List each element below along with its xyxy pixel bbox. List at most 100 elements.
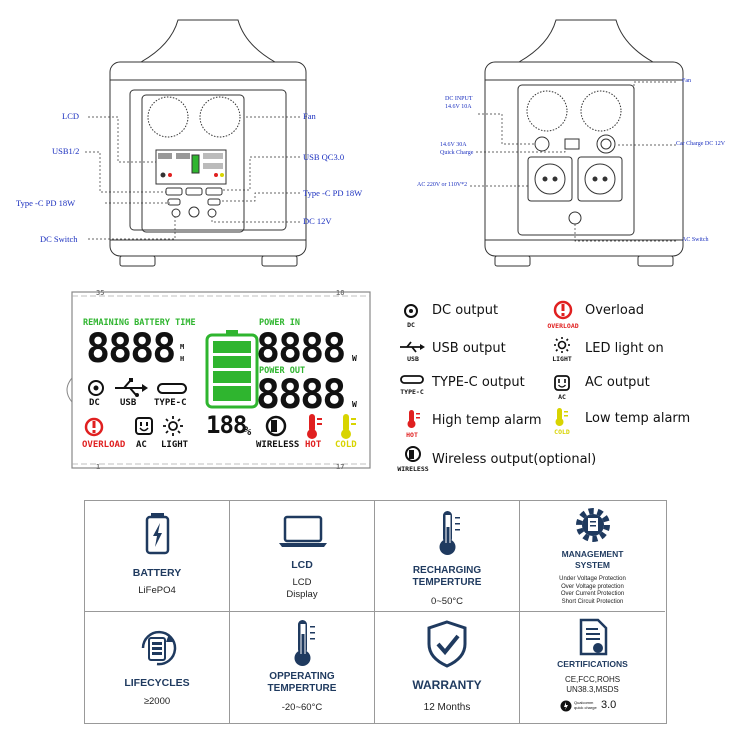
legend-usb-text: USB output [432,341,506,356]
feature-grid: BATTERY LiFePO4 LCD LCD Display RECHARGI… [84,500,667,724]
lcd-title: LCD [291,559,313,571]
label-dc12: DC 12V [303,216,332,226]
lcd-hot-label: HOT [305,440,322,450]
lcd-cold-label: COLD [335,440,357,450]
legend-usb-sub: USB [407,355,419,363]
label-typec-right: Type -C PD 18W [303,188,363,198]
lcd-typec-label: TYPE-C [154,398,187,408]
label-usb12: USB1/2 [52,146,80,156]
lcd-unit-m: M [180,343,185,351]
shield-check-icon [427,620,467,668]
front-view [109,19,307,267]
feature-lifecycles: LIFECYCLES ≥2000 [85,612,230,723]
feature-battery: BATTERY LiFePO4 [85,501,230,612]
back-view [484,19,684,267]
management-title1: MANAGEMENT [561,549,624,559]
battery-sub: LiFePO4 [138,585,176,596]
lifecycles-sub: ≥2000 [143,696,171,707]
laptop-icon [279,515,327,547]
legend-ac-sub: AC [558,393,566,401]
label-ac-switch: AC Switch [682,237,709,243]
feature-certifications: CERTIFICATIONS CE,FCC,ROHS UN38.3,MSDS Q… [520,612,665,723]
label-dc-input-rating: 14.6V 10A [445,104,472,110]
lcd-remaining-label: REMAINING BATTERY TIME [83,318,196,328]
operating-sub: -20~60°C [281,702,323,713]
label-lcd: LCD [62,111,79,121]
management-item-1: Under Voltage Protection [559,576,626,582]
qc-brand2: quick charge [574,705,597,710]
legend-overload-text: Overload [585,303,645,318]
recharging-title1: RECHARGING [412,565,482,576]
legend-wireless-text: Wireless output(optional) [432,452,597,467]
label-quick-charge: Quick Charge [440,150,474,156]
lcd-sub2: Display [286,589,318,600]
cycle-battery-icon [141,630,177,666]
recharging-title2: TEMPERTURE [412,577,482,588]
label-fan-back: Fan [682,78,691,84]
battery-title: BATTERY [132,567,182,579]
lcd-corner-tr: 18 [336,289,345,297]
lcd-percent-sign: % [244,424,252,438]
legend-light-sub: LIGHT [552,355,572,363]
lcd-corner-br: 17 [336,463,345,471]
operating-thermometer-icon [294,620,315,666]
lcd-dc-label: DC [89,398,100,408]
legend-wireless-sub: WIRELESS [397,465,429,473]
warranty-title: WARRANTY [412,678,482,692]
feature-recharging: RECHARGING TEMPERTURE 0~50°C [375,501,520,612]
label-fan: Fan [303,111,316,121]
legend-cold-sub: COLD [554,428,570,436]
management-item-3: Over Current Protection [560,591,625,597]
lcd-percent-digits: 188 [206,411,247,439]
feature-operating: OPPERATING TEMPERTURE -20~60°C [230,612,375,723]
lcd-power-in-digits: 8888 [256,326,346,372]
certifications-sub2: UN38.3,MSDS [566,685,619,694]
recharging-sub: 0~50°C [430,596,464,607]
lcd-light-label: LIGHT [161,440,189,450]
management-item-2: Over Voltage protection [561,583,624,590]
certifications-sub1: CE,FCC,ROHS [564,675,621,684]
label-dc-switch: DC Switch [40,234,78,244]
lcd-corner-bl: 1 [96,463,101,471]
lifecycles-title: LIFECYCLES [124,677,190,689]
qc-version: 3.0 [601,699,617,711]
feature-lcd: LCD LCD Display [230,501,375,612]
lcd-sub1: LCD [292,577,312,588]
lcd-power-out-unit: W [352,400,357,409]
lcd-corner-tl: 35 [96,289,105,297]
quick-charge-icon [560,700,572,712]
label-car-charge: Car Charge DC 12V [676,141,726,147]
lcd-usb-label: USB [120,398,137,408]
feature-management: MANAGEMENT SYSTEM Under Voltage Protecti… [520,501,665,612]
lcd-power-out-label: POWER OUT [259,366,306,376]
legend-dc-text: DC output [432,303,499,318]
management-item-4: Short Circuit Protection [561,598,624,605]
legend-hot-text: High temp alarm [432,413,542,428]
label-qc-rating: 14.6V 30A [440,142,467,148]
label-typec-left: Type -C PD 18W [16,198,76,208]
legend-ac-text: AC output [585,375,650,390]
lcd-power-in-label: POWER IN [259,318,300,328]
qc-brand1: Qualcomm [574,700,594,705]
legend-typec-sub: TYPE-C [400,388,424,396]
label-dc-input: DC INPUT [445,96,473,102]
management-title2: SYSTEM [575,560,610,570]
certifications-title: CERTIFICATIONS [557,659,628,669]
lcd-power-out-digits: 8888 [256,372,346,418]
lcd-overload-label: OVERLOAD [82,440,126,450]
legend-typec-text: TYPE-C output [432,375,525,390]
legend-dc-sub: DC [407,321,415,329]
label-ac-out: AC 220V or 110V*2 [417,182,468,188]
legend-cold-text: Low temp alarm [585,411,691,426]
thermometer-icon [439,511,460,555]
lcd-ac-label: AC [136,440,147,450]
certificate-icon [579,618,608,656]
gear-icon [576,508,610,542]
legend-overload-sub: OVERLOAD [547,322,579,330]
quick-charge-badge: Qualcomm quick charge 3.0 [560,699,626,712]
operating-title1: OPPERATING [269,671,335,682]
warranty-sub: 12 Months [423,702,471,713]
operating-title2: TEMPERTURE [267,683,337,694]
battery-icon [145,513,170,555]
